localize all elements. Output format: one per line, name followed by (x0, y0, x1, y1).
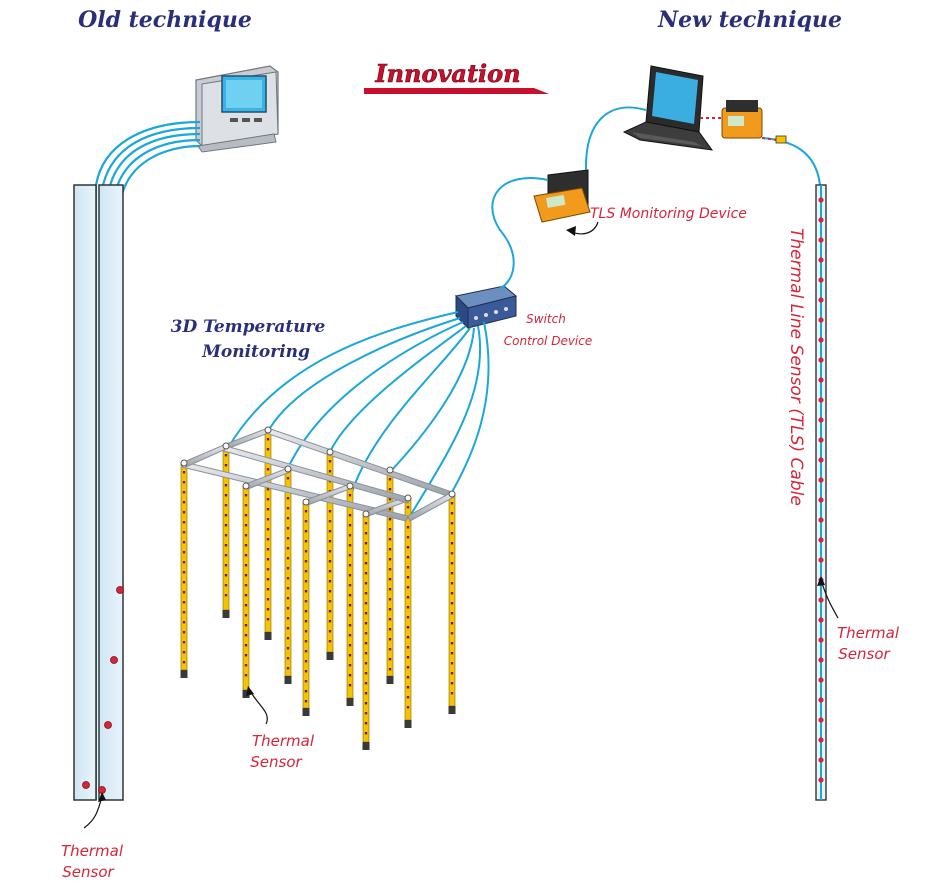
frame-cables (227, 311, 490, 517)
thermal-sensor-right-line1: Thermal (837, 624, 900, 642)
innovation-label: Innovation (374, 59, 520, 88)
tls-sensor-dot (818, 237, 824, 243)
tls-sensor-dot (818, 517, 824, 523)
tls-sensor-dot (818, 497, 824, 503)
temp-monitoring-line2: Monitoring (201, 342, 310, 362)
tls-monitoring-device-icon (533, 169, 591, 223)
tls-sensor-dot (818, 737, 824, 743)
thermal-sensor-left-line1: Thermal (61, 842, 124, 860)
tls-sensor-dot (818, 477, 824, 483)
laptop-icon (622, 65, 714, 151)
thermal-sensor-mid-line2: Sensor (250, 753, 302, 771)
tls-sensor-dot (818, 197, 824, 203)
tls-sensor-dot (818, 637, 824, 643)
sensor-rod (326, 451, 334, 660)
switch-label-line2: Control Device (504, 334, 593, 348)
frame-sensor-rods (180, 429, 456, 750)
sensor-rod (448, 493, 456, 714)
tls-sensor-dot (818, 597, 824, 603)
tls-device-arrow (571, 221, 599, 235)
tls-sensor-dot (818, 697, 824, 703)
tls-sensor-dot (818, 417, 824, 423)
tls-sensor-dot (818, 397, 824, 403)
switch-label-line1: Switch (526, 312, 566, 326)
tls-sensor-dot (818, 677, 824, 683)
tls-sensor-dot (818, 297, 824, 303)
sensor-rod (346, 485, 354, 706)
tls-sensor-dot (818, 537, 824, 543)
tls-cable (815, 184, 827, 801)
sensor-rod (404, 497, 412, 728)
tls-sensor-dot (818, 757, 824, 763)
monitor-icon (195, 65, 279, 153)
new-technique-title: New technique (657, 7, 842, 33)
tls-sensor-dot (818, 357, 824, 363)
old-wells (73, 184, 124, 801)
tls-sensor-dot (818, 257, 824, 263)
tls-device-label: TLS Monitoring Device (590, 206, 747, 222)
tls-sensor-dot (818, 657, 824, 663)
old-technique-title: Old technique (78, 7, 252, 33)
frame-sensor-arrow (249, 689, 268, 725)
old-sensors (82, 586, 124, 794)
thermal-sensor-mid-line1: Thermal (252, 732, 315, 750)
cable-connector (775, 135, 787, 144)
thermal-sensor-left-line2: Sensor (62, 863, 114, 881)
tls-sensor-dot (818, 317, 824, 323)
tls-sensor-dot (818, 777, 824, 783)
tls-sensor-dot (818, 617, 824, 623)
tls-sensor-dot (818, 277, 824, 283)
tls-sensor-dot (818, 457, 824, 463)
connector-dashes (700, 117, 779, 141)
tls-sensor-dot (818, 217, 824, 223)
innovation-arrow (364, 88, 549, 94)
tls-sensor-dot (818, 437, 824, 443)
sensor-rod (180, 462, 188, 678)
temp-monitoring-line1: 3D Temperature (171, 317, 326, 337)
sensor-rod (362, 513, 370, 750)
old-technique-group (73, 65, 279, 829)
tls-sensor-dot (818, 337, 824, 343)
tls-sensor-dots (818, 197, 824, 783)
tls-cable-label: Thermal Line Sensor (TLS) Cable (786, 228, 806, 506)
tls-sensor-dot (818, 377, 824, 383)
tls-sensor-dot (818, 557, 824, 563)
frame-joints (180, 426, 456, 518)
sensor-rod (284, 468, 292, 684)
tls-sensor-dot (818, 717, 824, 723)
tls-reader-small-icon (721, 100, 763, 139)
sensor-rod (242, 485, 250, 698)
thermal-sensor-right-line2: Sensor (838, 645, 890, 663)
switch-control-device-icon (454, 285, 518, 330)
sensor-rod (302, 501, 310, 716)
